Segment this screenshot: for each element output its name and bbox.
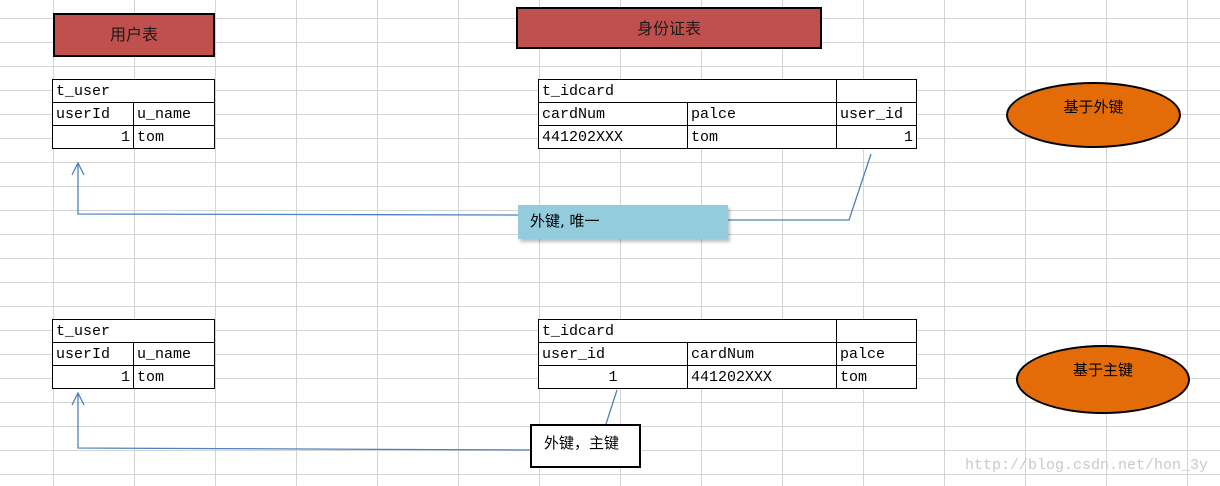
table-name: t_user	[52, 79, 215, 103]
column-header: palce	[836, 342, 917, 366]
method-ellipse-foreign-key: 基于外键	[1006, 82, 1181, 148]
label-text: 外键，主键	[544, 434, 620, 452]
primary-key-arrow-bottom-left	[77, 393, 531, 451]
watermark: http://blog.csdn.net/hon_3y	[964, 457, 1208, 474]
foreign-key-arrow-top	[727, 153, 872, 221]
idcard-table-title-text: 身份证表	[636, 19, 701, 38]
table-cell: tom	[836, 365, 917, 389]
user-table-title: 用户表	[53, 13, 215, 57]
idcard-table-bottom: t_idcard user_id cardNum palce 1 441202X…	[538, 319, 917, 389]
foreign-key-primary-key-label: 外键，主键	[530, 424, 641, 468]
table-cell: 441202XXX	[687, 365, 837, 389]
table-cell: 1	[538, 365, 688, 389]
foreign-key-unique-label: 外键, 唯一	[518, 205, 728, 239]
table-cell: tom	[133, 365, 215, 389]
idcard-table-title: 身份证表	[516, 7, 822, 49]
method-ellipse-primary-key: 基于主键	[1016, 345, 1190, 414]
arrowhead	[71, 161, 85, 176]
foreign-key-arrow-top-left	[77, 163, 519, 216]
label-text: 外键, 唯一	[530, 212, 600, 230]
user-table-title-text: 用户表	[109, 25, 158, 44]
user-table-bottom: t_user userId u_name 1 tom	[52, 319, 215, 389]
user-table-top: t_user userId u_name 1 tom	[52, 79, 215, 149]
method-label: 基于外键	[1063, 98, 1124, 116]
column-header: user_id	[836, 102, 917, 126]
column-header: userId	[52, 342, 134, 366]
arrowhead	[71, 391, 85, 406]
table-cell: 441202XXX	[538, 125, 688, 149]
column-header: cardNum	[538, 102, 688, 126]
method-label: 基于主键	[1072, 361, 1133, 379]
table-name: t_user	[52, 319, 215, 343]
primary-key-arrow-bottom	[605, 389, 618, 425]
column-header: u_name	[133, 102, 215, 126]
table-cell: tom	[687, 125, 837, 149]
table-cell: tom	[133, 125, 215, 149]
table-cell: 1	[836, 125, 917, 149]
idcard-table-top: t_idcard cardNum palce user_id 441202XXX…	[538, 79, 917, 149]
table-cell: 1	[52, 125, 134, 149]
